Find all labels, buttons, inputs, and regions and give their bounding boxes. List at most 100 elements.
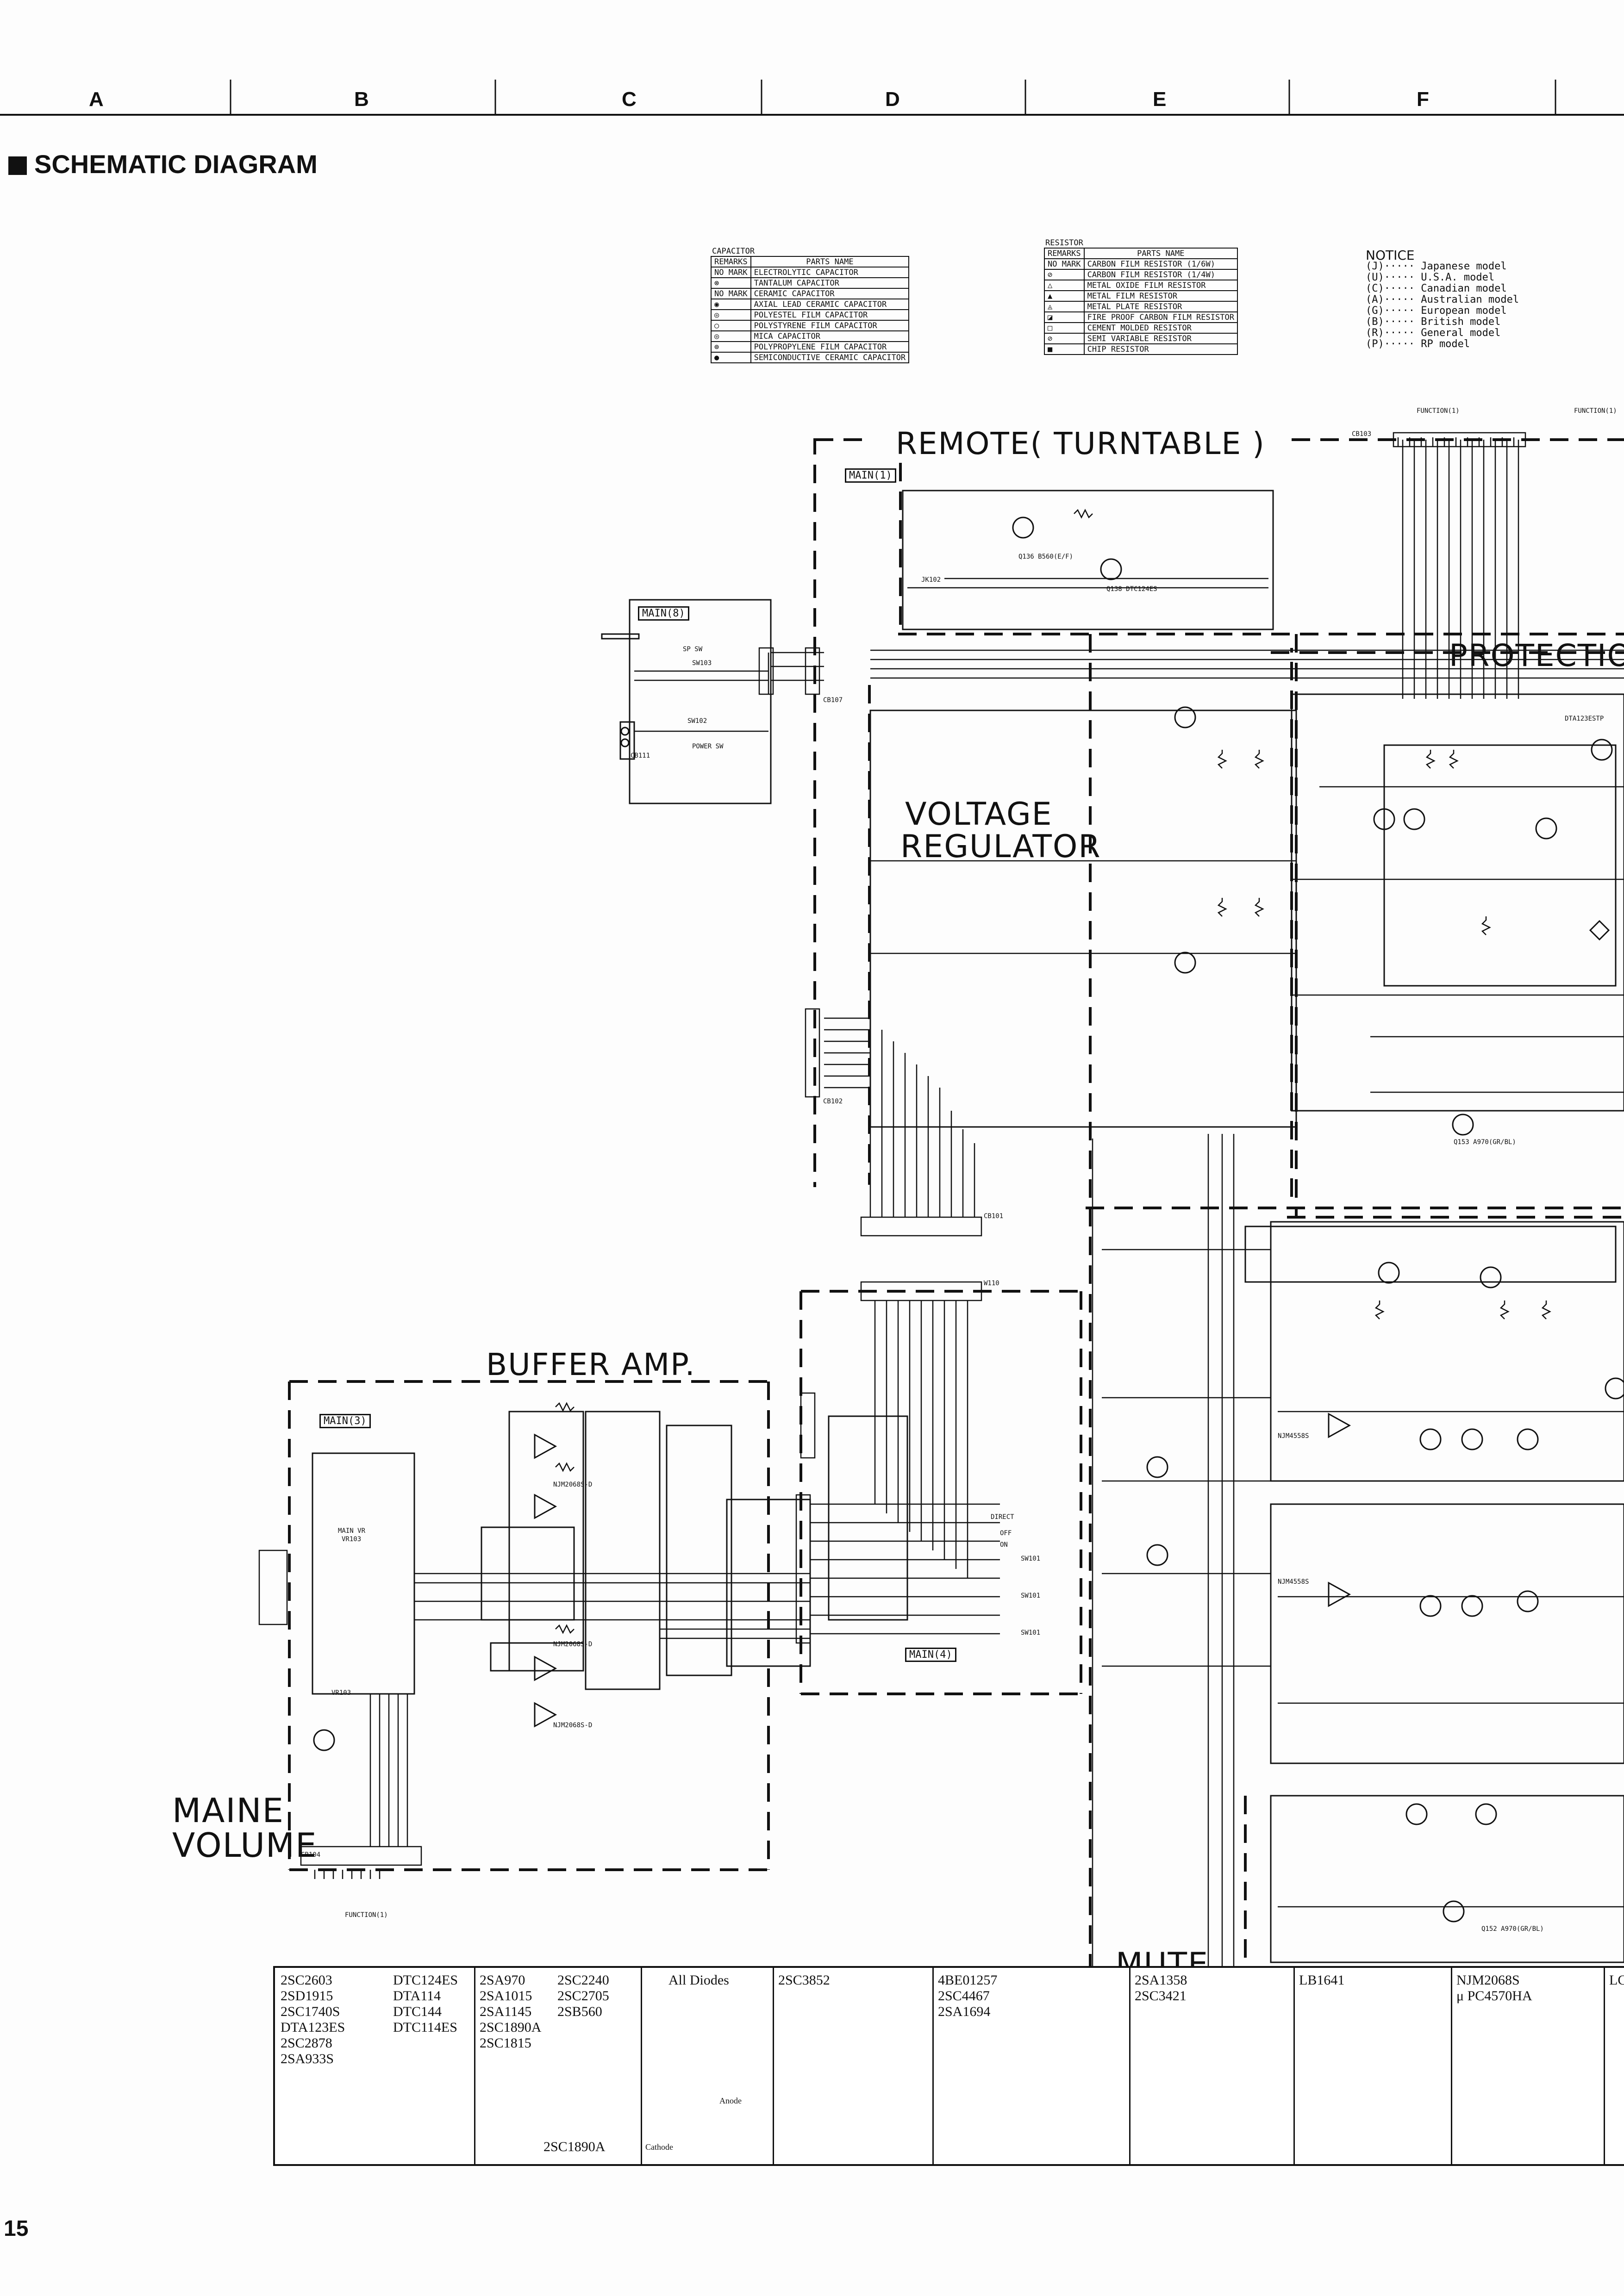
buffer-ic-label-2: NJM2068S-D (553, 1641, 593, 1648)
main-volume-title-line1: MAINE (172, 1791, 284, 1830)
buffer-ic-label-1: NJM2068S-D (553, 1481, 593, 1488)
parts-cell-text-col2: 2SC2240 2SC2705 2SB560 (557, 1972, 609, 2019)
notice-line: (G)····· European model (1366, 305, 1507, 317)
cap-name: MICA CAPACITOR (750, 330, 910, 342)
column-letter-f: F (1417, 88, 1429, 111)
parts-identification-table: 2SC2603 2SD1915 2SC1740S DTA123ES 2SC287… (273, 1966, 1624, 2166)
res-remark: □ (1044, 322, 1085, 334)
parts-cell-op-amps: NJM2068S μ PC4570HA (1451, 1968, 1605, 2164)
direct-off-label: OFF (1000, 1530, 1012, 1537)
parts-cell-text: LC (1609, 1972, 1624, 1988)
res-name: FIRE PROOF CARBON FILM RESISTOR (1083, 311, 1238, 323)
prot-ic-label-2: NJM4558S (1278, 1578, 1309, 1586)
jk102-label: JK102 (921, 576, 941, 584)
res-name: CEMENT MOLDED RESISTOR (1083, 322, 1238, 334)
parts-cell-text: 2SC3852 (778, 1972, 830, 1988)
column-letter-b: B (354, 88, 369, 111)
prot-ic-label-1: NJM4558S (1278, 1432, 1309, 1440)
direct-label: DIRECT (991, 1513, 1014, 1521)
column-letter-d: D (885, 88, 900, 111)
parts-cell-text: 2SA1358 2SC3421 (1135, 1972, 1187, 2004)
q153-label: Q153 A970(GR/BL) (1454, 1139, 1516, 1146)
notice-heading: NOTICE (1366, 248, 1415, 263)
cap-name: ELECTROLYTIC CAPACITOR (750, 267, 910, 278)
buffer-ic-label-3: NJM2068S-D (553, 1722, 593, 1729)
cb103-label: CB103 (1352, 430, 1372, 438)
parts-cell-text: 4BE01257 2SC4467 2SA1694 (938, 1972, 998, 2019)
notice-line: (J)····· Japanese model (1366, 261, 1507, 272)
power-sw-label: POWER SW (692, 743, 724, 750)
parts-cell-diodes: All Diodes Anode Cathode (641, 1968, 774, 2164)
direct-on-label: ON (1000, 1541, 1008, 1549)
function1-label-right: FUNCTION(1) (1574, 407, 1617, 415)
dta123-label: DTA123ESTP (1565, 715, 1604, 722)
vr103-label: VR103 (342, 1536, 362, 1543)
cap-remark: ⊗ (711, 277, 751, 289)
cb102-label: CB102 (823, 1098, 843, 1105)
board-tag-main3: MAIN(3) (319, 1414, 371, 1428)
cap-name: TANTALUM CAPACITOR (750, 277, 910, 289)
function1-label-top: FUNCTION(1) (1417, 407, 1460, 415)
res-name: METAL PLATE RESISTOR (1083, 301, 1238, 312)
cap-remark: ● (711, 352, 751, 363)
sp-sw-label: SP SW (683, 646, 703, 653)
res-name: CHIP RESISTOR (1083, 343, 1238, 355)
parts-cell-footnote: 2SC1890A (543, 2139, 606, 2154)
q136-label: Q136 B560(E/F) (1018, 553, 1074, 560)
resistor-col-remarks: REMARKS (1044, 248, 1085, 259)
capacitor-col-remarks: REMARKS (711, 256, 751, 268)
res-remark: ⊘ (1044, 333, 1085, 344)
res-remark: ■ (1044, 343, 1085, 355)
cap-remark: ◎ (711, 309, 751, 321)
q138-label: Q138 DTC124ES (1106, 585, 1157, 593)
cap-remark: NO MARK (711, 288, 751, 299)
diode-cathode-label: Cathode (645, 2142, 673, 2152)
parts-cell-lc: LC (1604, 1968, 1624, 2164)
column-letter-e: E (1153, 88, 1167, 111)
parts-cell-transistors: 2SA970 2SA1015 2SA1145 2SC1890A 2SC1815 … (474, 1968, 642, 2164)
parts-cell-text: LB1641 (1299, 1972, 1345, 1988)
parts-cell-text: All Diodes (668, 1972, 729, 1988)
title-square-icon (8, 156, 27, 175)
resistor-col-name: PARTS NAME (1083, 248, 1238, 259)
notice-line: (B)····· British model (1366, 316, 1501, 328)
parts-cell-small-transistors: 2SC2603 2SD1915 2SC1740S DTA123ES 2SC287… (275, 1968, 475, 2164)
parts-cell-text: 2SA970 2SA1015 2SA1145 2SC1890A 2SC1815 (480, 1972, 542, 2051)
res-name: CARBON FILM RESISTOR (1/4W) (1083, 269, 1238, 280)
remote-block-title: REMOTE( TURNTABLE ) (896, 426, 1265, 461)
parts-cell-lb1641: LB1641 (1293, 1968, 1452, 2164)
cb104-label: CB104 (301, 1851, 321, 1859)
parts-cell-2sa1358: 2SA1358 2SC3421 (1129, 1968, 1295, 2164)
column-letter-a: A (89, 88, 104, 111)
notice-line: (U)····· U.S.A. model (1366, 272, 1495, 283)
w110-label: W110 (984, 1280, 999, 1287)
board-tag-main4: MAIN(4) (905, 1648, 956, 1662)
notice-line: (R)····· General model (1366, 327, 1501, 339)
cap-remark: ○ (711, 320, 751, 331)
cap-remark: ⊚ (711, 341, 751, 353)
res-name: METAL FILM RESISTOR (1083, 290, 1238, 302)
notice-line: (C)····· Canadian model (1366, 283, 1507, 294)
cap-name: POLYSTYRENE FILM CAPACITOR (750, 320, 910, 331)
voltage-regulator-title-line2: REGULATOR (900, 828, 1101, 865)
res-name: CARBON FILM RESISTOR (1/6W) (1083, 258, 1238, 270)
column-letter-c: C (622, 88, 637, 111)
capacitor-legend-caption: CAPACITOR (712, 246, 755, 256)
res-remark: ▲ (1044, 290, 1085, 302)
notice-line: (A)····· Australian model (1366, 294, 1519, 305)
page-number: 15 (4, 2216, 29, 2241)
cap-remark: ◉ (711, 299, 751, 310)
voltage-regulator-title-line1: VOLTAGE (905, 796, 1053, 833)
vr103-motor-label: VR103 (331, 1689, 351, 1697)
capacitor-col-name: PARTS NAME (750, 256, 910, 268)
cap-name: POLYPROPYLENE FILM CAPACITOR (750, 341, 910, 353)
cb101-label: CB101 (984, 1213, 1004, 1220)
cb107-label: CB107 (823, 697, 843, 704)
sw101-label-3: SW101 (1021, 1629, 1041, 1636)
cb111-label: CB111 (631, 752, 650, 759)
sw101-label-2: SW101 (1021, 1592, 1041, 1599)
cap-remark: ◎ (711, 330, 751, 342)
